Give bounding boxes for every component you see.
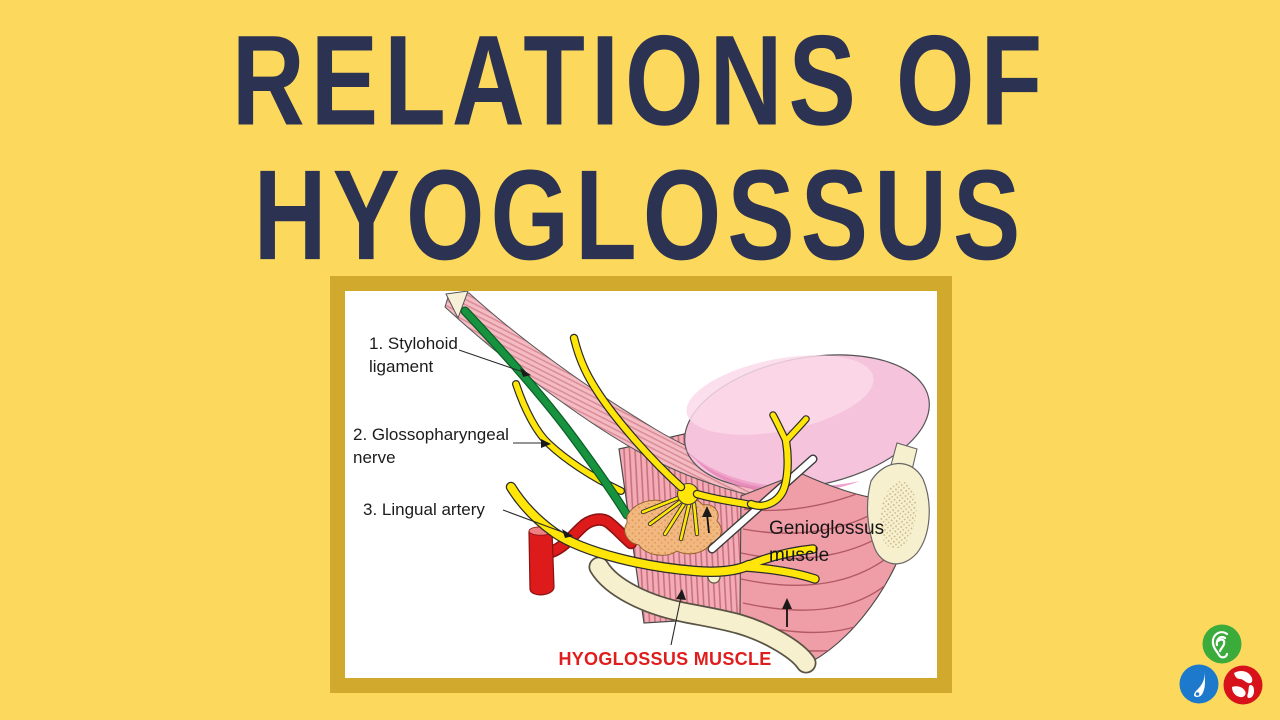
title-line-2: HYOGLOSSUS xyxy=(253,144,1027,288)
page-title: RELATIONS OF HYOGLOSSUS xyxy=(0,14,1280,283)
label-genioglossus-line1: Genioglossus xyxy=(769,518,884,539)
submandibular-gland-shape xyxy=(624,497,722,556)
hyoglossus-anatomy-diagram: 1. Stylohoid ligament 2. Glossopharyngea… xyxy=(353,291,930,674)
label-genioglossus-line2: muscle xyxy=(769,545,829,566)
throat-icon xyxy=(1223,665,1263,705)
styloid-process-shape xyxy=(445,291,469,320)
direction-arrow-hyoglossus xyxy=(702,506,712,534)
label-stylohoid-line1: 1. Stylohoid xyxy=(369,334,458,353)
leader-hyoglossus xyxy=(670,589,686,646)
nose-icon xyxy=(1179,664,1219,704)
label-stylohoid-line2: ligament xyxy=(369,357,434,376)
ear-icon xyxy=(1202,624,1242,664)
stylohoid-ligament-shape xyxy=(460,306,632,520)
anatomy-figure-frame: 1. Stylohoid ligament 2. Glossopharyngea… xyxy=(330,276,952,693)
lingual-nerve-hook-shape xyxy=(746,411,810,510)
leader-glossopharyngeal xyxy=(513,439,551,448)
label-lingual-artery: 3. Lingual artery xyxy=(363,500,485,519)
direction-arrow-genioglossus xyxy=(782,598,792,627)
mandible-bone-shape xyxy=(866,442,930,565)
leader-lingual-artery xyxy=(502,509,573,538)
ent-logo xyxy=(1179,624,1263,705)
label-glossopharyngeal-line2: nerve xyxy=(353,448,396,467)
title-line-1: RELATIONS OF xyxy=(231,10,1049,153)
hypoglossal-nerve-shape xyxy=(505,481,820,584)
label-glossopharyngeal-line1: 2. Glossopharyngeal xyxy=(353,425,509,444)
leader-stylohoid xyxy=(458,349,531,377)
label-hyoglossus-muscle: HYOGLOSSUS MUSCLE xyxy=(558,649,771,669)
